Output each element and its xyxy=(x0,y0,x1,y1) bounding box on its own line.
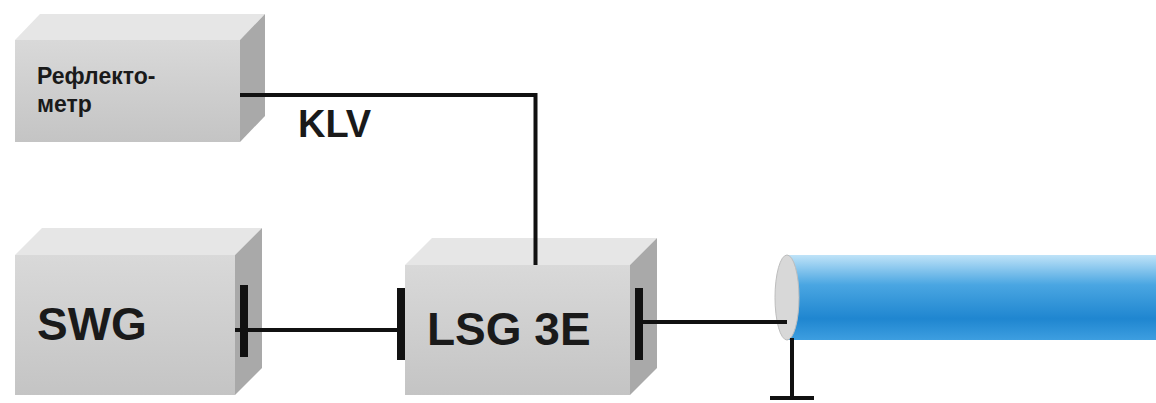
device-box: SWG xyxy=(15,255,235,395)
terminal-bar xyxy=(240,285,248,357)
box-label: SWG xyxy=(37,297,147,352)
wire xyxy=(643,320,787,324)
cable-connector xyxy=(240,95,536,265)
box-3d xyxy=(15,228,262,395)
box-3d xyxy=(15,14,265,142)
cable-label: KLV xyxy=(295,103,374,146)
cable xyxy=(775,255,1156,340)
box-label: Рефлекто- метр xyxy=(37,63,167,118)
box-label: LSG 3E xyxy=(427,302,591,357)
device-box: LSG 3E xyxy=(405,265,630,395)
terminal-bar xyxy=(635,288,643,360)
terminal-bar xyxy=(397,288,405,360)
reflectometer-box: Рефлекто- метр xyxy=(15,40,240,142)
box-3d xyxy=(405,238,657,395)
ground-symbol xyxy=(770,338,814,398)
cable-connector xyxy=(235,328,405,332)
